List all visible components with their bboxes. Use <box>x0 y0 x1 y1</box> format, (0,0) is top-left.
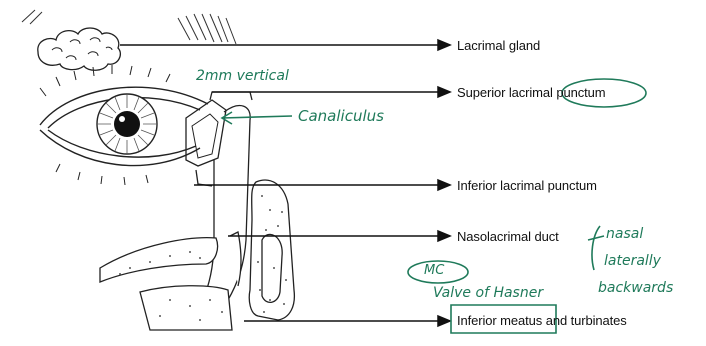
lacrimal-drainage-system <box>186 92 252 306</box>
label-superior-prefix: Superior lacrimal <box>457 85 556 100</box>
annotation-laterally: laterally <box>604 253 661 269</box>
label-superior-circled: punctum <box>556 85 605 100</box>
label-superior-lacrimal-punctum: Superior lacrimal punctum <box>457 85 606 100</box>
label-inferior-meatus: Inferior meatus and turbinates <box>457 313 627 328</box>
annotation-valve-of-hasner: Valve of Hasner <box>433 285 543 301</box>
nasal-turbinates <box>100 180 294 330</box>
eyeball <box>97 94 157 154</box>
annotation-mc: MC <box>424 263 444 278</box>
annotation-canaliculus: Canaliculus <box>298 107 384 125</box>
annotation-2mm-vertical: 2mm vertical <box>196 68 289 84</box>
annotation-nasal: nasal <box>606 226 643 242</box>
label-inferior-meatus-suffix: and turbinates <box>542 313 627 328</box>
label-inferior-meatus-boxed: Inferior meatus <box>457 313 542 328</box>
label-nasolacrimal-duct: Nasolacrimal duct <box>457 229 559 244</box>
label-lacrimal-gland: Lacrimal gland <box>457 38 540 53</box>
label-inferior-lacrimal-punctum: Inferior lacrimal punctum <box>457 178 597 193</box>
lacrimal-gland-shape <box>38 28 121 70</box>
annotation-backwards: backwards <box>598 280 673 296</box>
